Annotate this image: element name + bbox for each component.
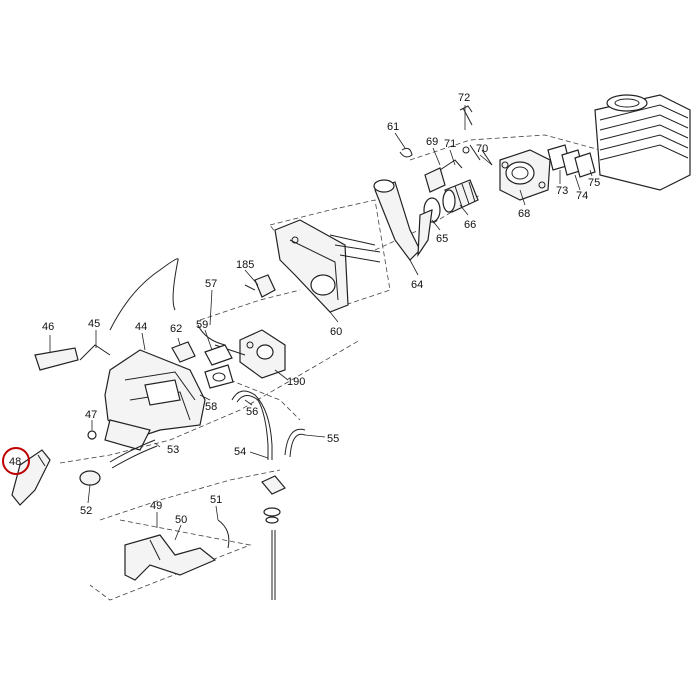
label-57: 57 [205, 278, 217, 290]
label-61: 61 [387, 121, 399, 133]
throttle-spring [34, 344, 111, 371]
label-54: 54 [234, 446, 246, 458]
label-56: 56 [246, 406, 258, 418]
label-74: 74 [576, 190, 588, 202]
label-44: 44 [135, 321, 147, 333]
label-55: 55 [327, 433, 339, 445]
primer-bulb [79, 470, 101, 486]
label-47: 47 [85, 409, 97, 421]
label-185: 185 [236, 259, 254, 271]
highlight-circle [2, 447, 30, 475]
label-66: 66 [464, 219, 476, 231]
assembly-guide-lines [59, 134, 601, 601]
intake-manifold [499, 149, 551, 201]
leader-lines [49, 105, 593, 541]
intake-boot [442, 179, 479, 213]
label-73: 73 [556, 185, 568, 197]
fitting [424, 159, 463, 193]
label-59: 59 [196, 319, 208, 331]
throttle-cable [109, 258, 179, 331]
label-190: 190 [287, 376, 305, 388]
label-51: 51 [210, 494, 222, 506]
label-53: 53 [167, 444, 179, 456]
label-62: 62 [170, 323, 182, 335]
label-64: 64 [411, 279, 423, 291]
part-labels: 72 61 69 71 70 73 74 75 68 65 66 64 185 … [9, 92, 600, 526]
handle-lever [124, 519, 230, 581]
label-70: 70 [476, 143, 488, 155]
fuel-hose [109, 439, 158, 469]
fuel-filter [261, 475, 286, 600]
carburetor-bracket [274, 219, 381, 313]
label-49: 49 [150, 500, 162, 512]
gasket-set [547, 144, 596, 178]
choke-part [244, 274, 276, 298]
label-60: 60 [330, 326, 342, 338]
clip [399, 147, 413, 158]
label-68: 68 [518, 208, 530, 220]
label-50: 50 [175, 514, 187, 526]
screw [87, 430, 97, 440]
impulse-hose [231, 390, 306, 460]
label-65: 65 [436, 233, 448, 245]
filter-block [171, 341, 196, 363]
label-48: 48 [9, 456, 21, 468]
bolts [459, 105, 493, 166]
label-69: 69 [426, 136, 438, 148]
label-52: 52 [80, 505, 92, 517]
throttle-trigger[interactable] [11, 449, 51, 506]
label-72: 72 [458, 92, 470, 104]
rear-handle-housing [104, 349, 206, 451]
label-58: 58 [205, 401, 217, 413]
label-46: 46 [42, 321, 54, 333]
label-71: 71 [444, 138, 456, 150]
intake-pipe [373, 179, 433, 261]
label-75: 75 [588, 177, 600, 189]
carb-gasket [197, 324, 234, 389]
cylinder [594, 94, 691, 191]
label-45: 45 [88, 318, 100, 330]
